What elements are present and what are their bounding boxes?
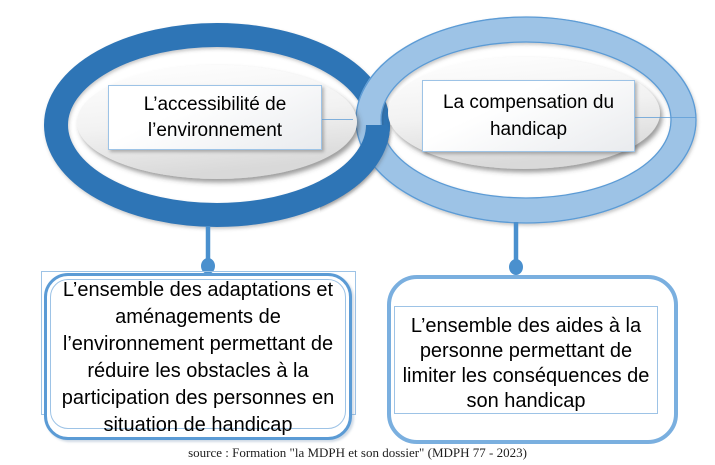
right-definition-box [387, 275, 678, 444]
left-definition-box [44, 273, 352, 440]
left-circle-label: L’accessibilité de l’environnement [143, 93, 287, 141]
right-definition-text: L’ensemble des aides à la personne perme… [402, 315, 650, 412]
left-connector [201, 226, 215, 274]
right-ring-ellipse [355, 16, 697, 224]
left-definition-text: L’ensemble des adaptations et aménagemen… [61, 279, 335, 436]
left-label-tick-line [322, 119, 353, 120]
right-connector [509, 222, 523, 275]
source-caption: source : Formation "la MDPH et son dossi… [188, 445, 527, 460]
right-definition-frame [394, 306, 658, 414]
left-definition-inner-border [50, 279, 346, 429]
left-circle-label-box: L’accessibilité de l’environnement [108, 85, 322, 150]
right-label-tick-line [635, 117, 696, 118]
right-circle-label-box: La compensation du handicap [422, 80, 635, 152]
right-circle-label: La compensation du handicap [442, 92, 615, 140]
